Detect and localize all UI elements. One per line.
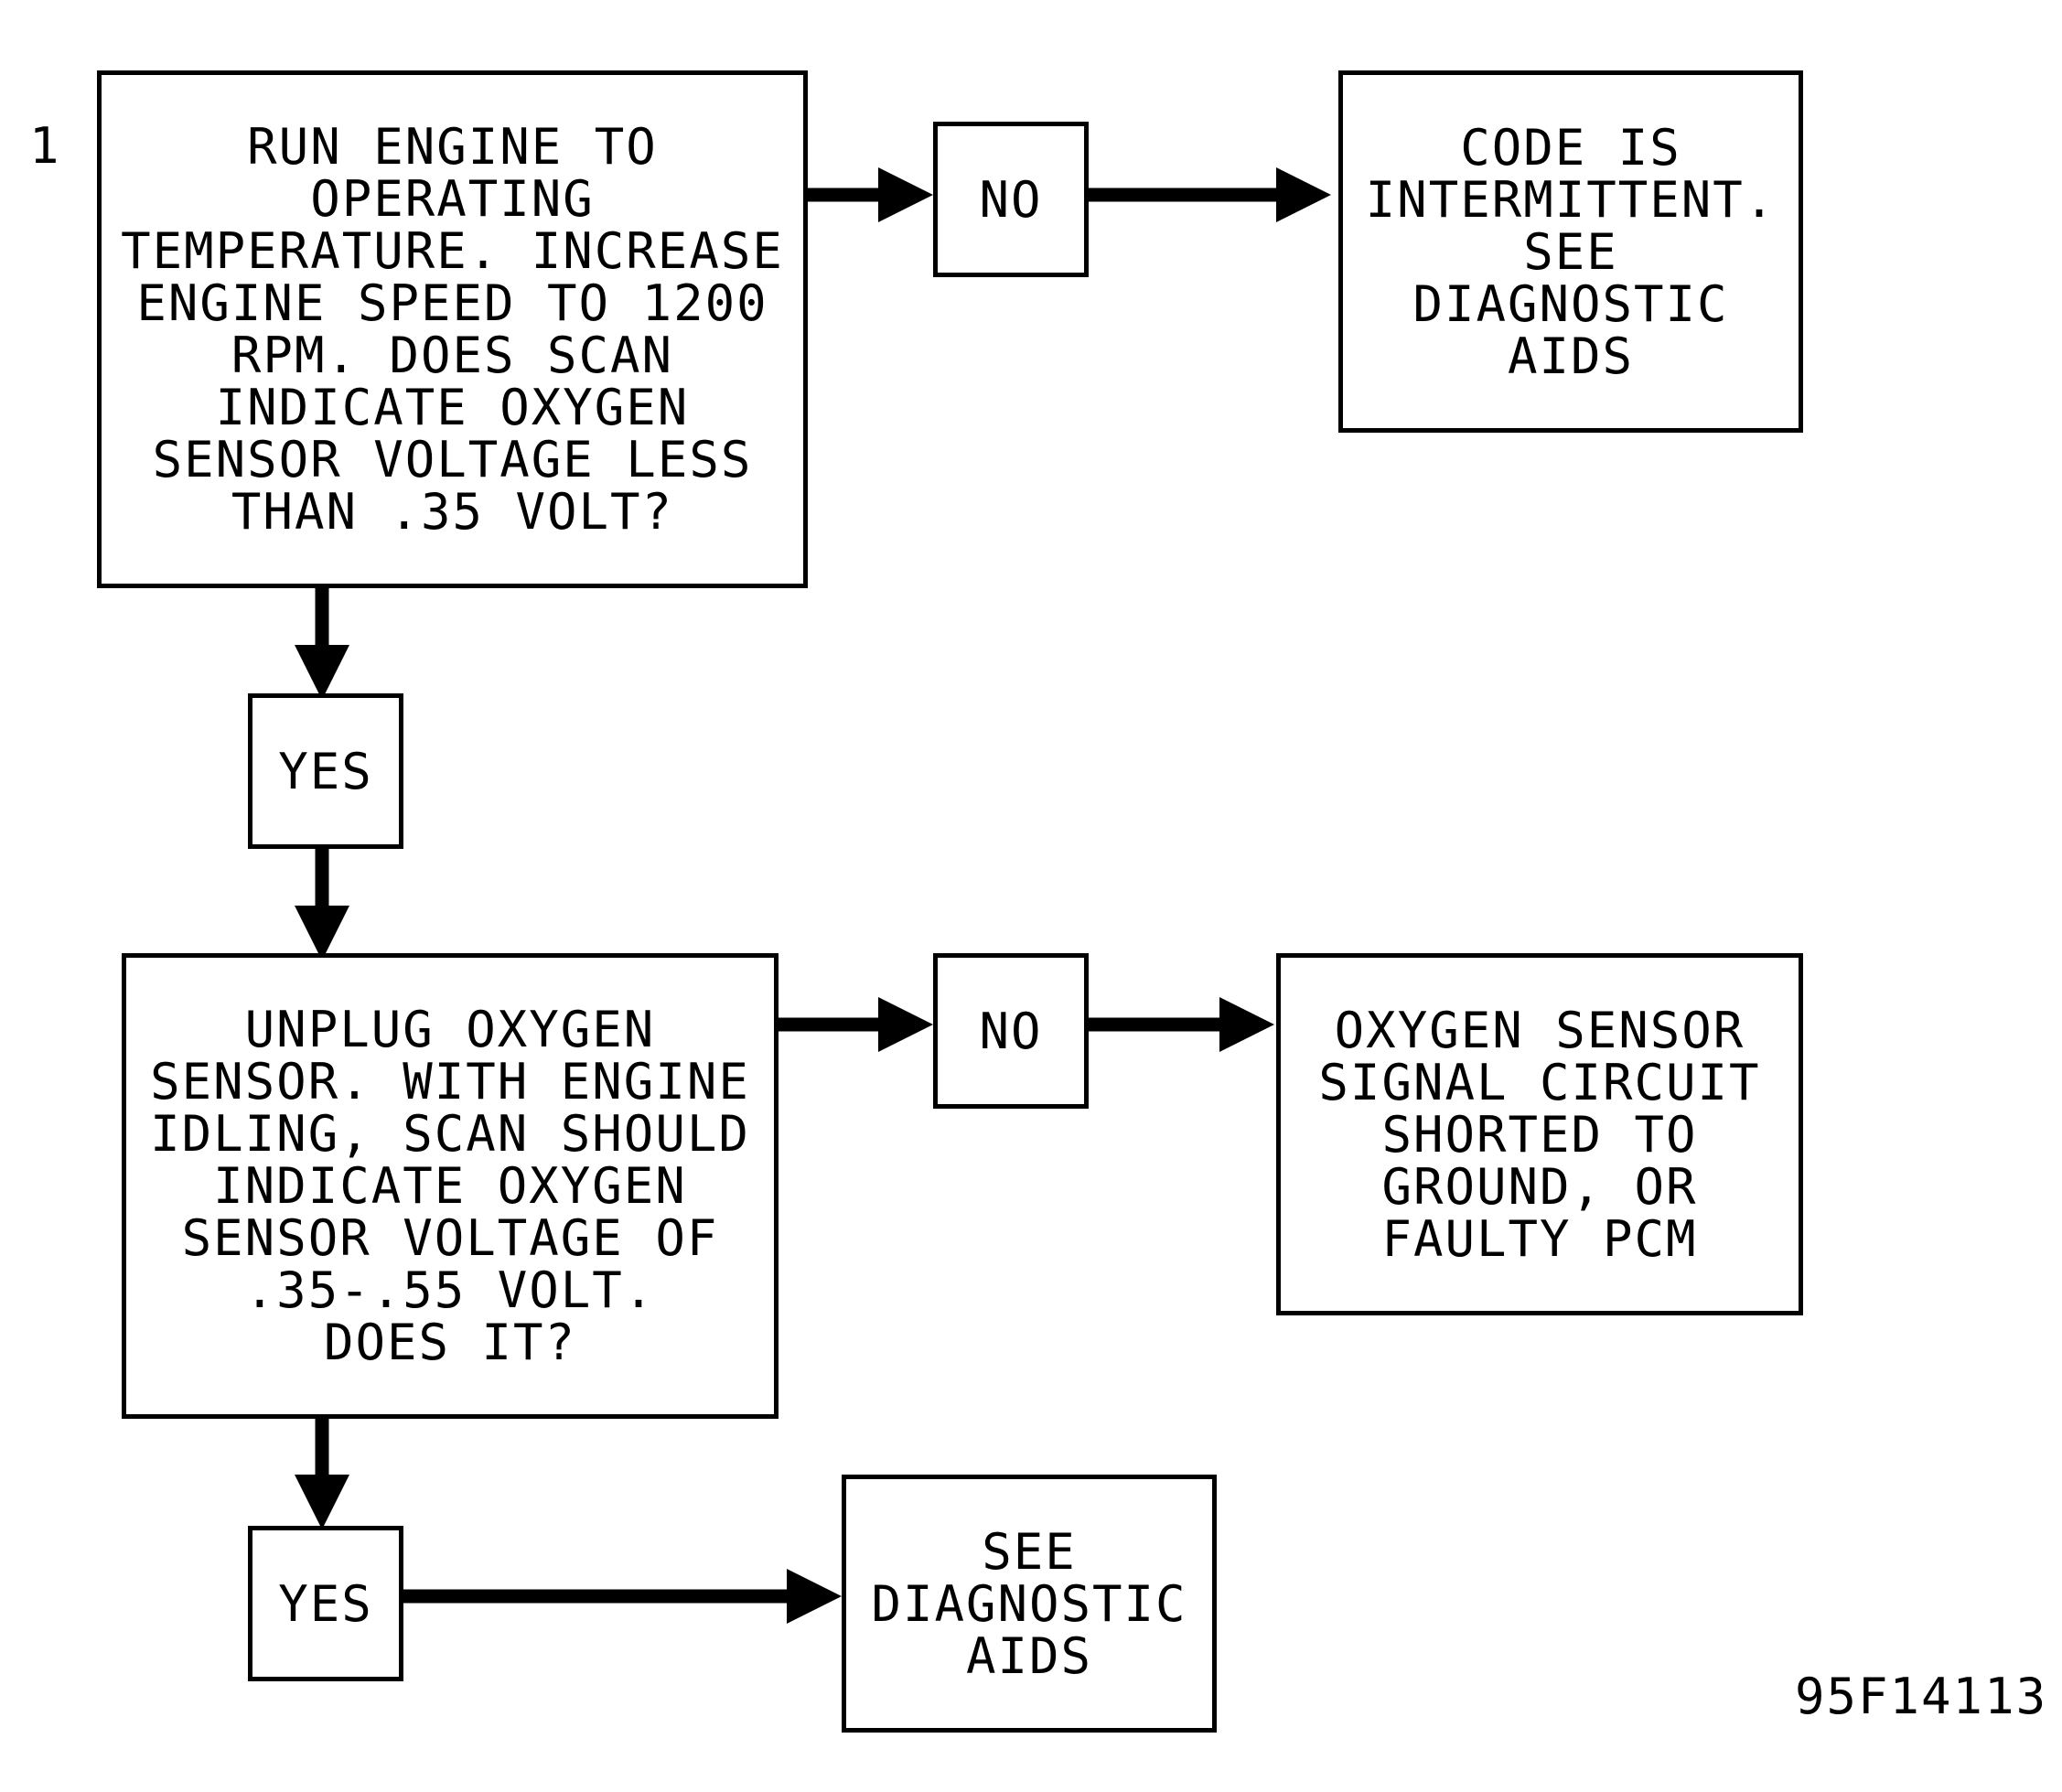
see-aids-line: SEE: [982, 1522, 1077, 1581]
yes-label: YES: [278, 742, 373, 800]
no-label-box-2: NO: [933, 953, 1089, 1109]
step2-line: IDLING, SCAN SHOULD: [150, 1105, 750, 1163]
step1-line: SENSOR VOLTAGE LESS: [152, 431, 753, 488]
no-label: NO: [979, 1002, 1043, 1060]
see-aids-line: DIAGNOSTIC: [871, 1574, 1187, 1633]
step2-box: UNPLUG OXYGEN SENSOR. WITH ENGINE IDLING…: [122, 953, 779, 1419]
shorted-line: SIGNAL CIRCUIT: [1318, 1053, 1761, 1111]
step2-line: .35-.55 VOLT.: [244, 1261, 656, 1319]
intermittent-line: DIAGNOSTIC: [1412, 274, 1729, 333]
no-label: NO: [979, 170, 1043, 229]
figure-code: 95F14113: [1795, 1668, 2048, 1725]
step1-line: THAN .35 VOLT?: [231, 483, 674, 541]
step2-line: SENSOR VOLTAGE OF: [181, 1209, 719, 1267]
yes-label-box-2: YES: [248, 1526, 403, 1681]
shorted-line: GROUND, OR: [1381, 1157, 1698, 1216]
step1-line: RPM. DOES SCAN: [231, 327, 674, 384]
intermittent-line: AIDS: [1507, 327, 1635, 385]
step1-line: TEMPERATURE. INCREASE: [121, 222, 784, 280]
intermittent-line: SEE: [1523, 222, 1618, 281]
shorted-line: FAULTY PCM: [1381, 1209, 1698, 1268]
no-label-box-1: NO: [933, 122, 1089, 277]
yes-label: YES: [278, 1574, 373, 1633]
step2-line: UNPLUG OXYGEN: [244, 1001, 656, 1058]
step2-line: SENSOR. WITH ENGINE: [150, 1053, 750, 1111]
intermittent-line: INTERMITTENT.: [1365, 170, 1777, 229]
shorted-line: SHORTED TO: [1381, 1105, 1698, 1164]
intermittent-line: CODE IS: [1460, 118, 1681, 177]
see-aids-line: AIDS: [965, 1626, 1093, 1685]
step1-line: ENGINE SPEED TO 1200: [136, 274, 768, 332]
shorted-line: OXYGEN SENSOR: [1334, 1001, 1745, 1059]
step1-line: RUN ENGINE TO: [247, 118, 658, 176]
step1-box: RUN ENGINE TO OPERATING TEMPERATURE. INC…: [97, 70, 808, 588]
yes-label-box-1: YES: [248, 693, 403, 849]
intermittent-box: CODE IS INTERMITTENT. SEE DIAGNOSTIC AID…: [1338, 70, 1803, 433]
step-number: 1: [29, 117, 61, 175]
shorted-box: OXYGEN SENSOR SIGNAL CIRCUIT SHORTED TO …: [1276, 953, 1803, 1315]
see-aids-box: SEE DIAGNOSTIC AIDS: [842, 1475, 1217, 1733]
step1-line: INDICATE OXYGEN: [215, 379, 690, 436]
step2-line: DOES IT?: [323, 1314, 577, 1371]
step1-line: OPERATING: [310, 170, 595, 228]
step2-line: INDICATE OXYGEN: [213, 1157, 687, 1215]
